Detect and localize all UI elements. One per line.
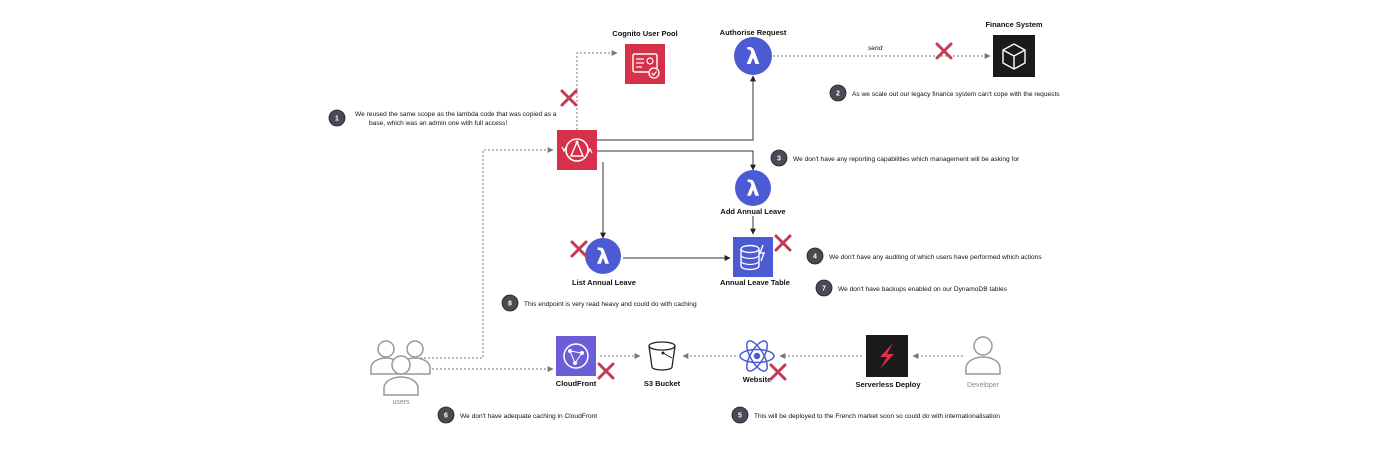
note-text: We don't have adequate caching in CloudF… [460,413,597,420]
developer-label: Developer [967,382,1000,389]
cross-mark-icon [769,363,787,381]
cross-mark-icon [935,42,953,60]
note-number: 7 [822,286,826,293]
authorise-node[interactable]: λ [734,37,772,75]
note-3: 3 We don't have any reporting capabilitie… [770,149,1020,167]
cloudfront-icon [556,336,596,376]
lambda-icon [585,238,621,274]
cross-marks [560,42,953,381]
cloudfront-node[interactable] [556,336,596,376]
note-number: 6 [444,413,448,420]
users-node[interactable] [370,340,431,396]
add-leave-node[interactable]: λ [735,170,771,206]
serverless-node[interactable] [866,335,908,377]
lambda-icon [734,37,772,75]
website-node[interactable] [739,338,775,374]
note-badge [770,149,788,167]
edge-apigw-cognito [576,50,618,130]
users-label: users [392,399,410,406]
list-leave-label: List Annual Leave [572,278,636,287]
finance-label: Finance System [985,20,1042,29]
note-text: base, which was an admin one with full a… [369,120,507,127]
website-label: Website [743,375,772,384]
svg-text:λ: λ [596,245,609,269]
cloudfront-label: CloudFront [556,379,597,388]
note-7: 7 We don't have backups enabled on our Dy… [815,279,1008,297]
cognito-icon [625,44,665,84]
svg-text:λ: λ [746,177,759,201]
note-5: 5 This will be deployed to the French mar… [731,406,1000,424]
note-4: 4 We don't have any auditing of which use… [806,247,1042,265]
cognito-label: Cognito User Pool [612,29,677,38]
serverless-label: Serverless Deploy [855,380,921,389]
cross-mark-icon [560,89,578,107]
note-6: 6 We don't have adequate caching in Cloud… [437,406,597,424]
note-text: We reused the same scope as the lambda c… [355,111,557,118]
edge-label-send: send [868,45,883,52]
react-atom-icon [739,340,775,372]
api-gateway-node[interactable] [557,130,597,170]
note-1: 1 We reused the same scope as the lambda … [328,109,557,127]
svg-text:λ: λ [746,45,760,70]
note-text: We don't have any reporting capabilities… [793,156,1020,163]
note-2: 2 As we scale out our legacy finance syst… [829,84,1060,102]
table-node[interactable] [733,237,773,277]
note-badge [829,84,847,102]
notes: 1 We reused the same scope as the lambda … [328,84,1060,424]
note-badge [501,294,519,312]
s3-node[interactable] [648,341,676,371]
note-8: 8 This endpoint is very read heavy and co… [501,294,697,312]
note-number: 1 [335,116,339,123]
edge-users-apigw [420,147,554,359]
note-text: This will be deployed to the French mark… [754,413,1000,420]
add-leave-label: Add Annual Leave [720,207,785,216]
note-number: 3 [777,156,781,163]
note-number: 2 [836,91,840,98]
edge-apigw-addleave [597,150,756,171]
note-badge [806,247,824,265]
s3-bucket-icon [648,341,676,371]
note-text: We don't have backups enabled on our Dyn… [838,286,1008,293]
cross-mark-icon [774,234,792,252]
note-text: We don't have any auditing of which user… [829,254,1042,261]
dynamodb-icon [733,237,773,277]
note-text: This endpoint is very read heavy and cou… [524,301,697,308]
note-text: As we scale out our legacy finance syste… [852,91,1060,98]
table-label: Annual Leave Table [720,278,790,287]
edge-apigw-authorise [597,75,756,141]
developer-node[interactable] [965,336,1001,375]
note-number: 5 [738,413,742,420]
finance-node[interactable] [993,35,1035,77]
note-badge [437,406,455,424]
note-badge [328,109,346,127]
note-badge [815,279,833,297]
connectors [420,50,991,372]
authorise-label: Authorise Request [720,28,787,37]
person-icon [370,340,431,396]
cross-mark-icon [597,362,615,380]
lambda-icon [735,170,771,206]
list-leave-node[interactable]: λ [585,238,621,274]
note-number: 8 [508,301,512,308]
note-badge [731,406,749,424]
person-icon [965,336,1001,375]
s3-label: S3 Bucket [644,379,681,388]
note-number: 4 [813,254,817,261]
cognito-node[interactable] [625,44,665,84]
cross-mark-icon [570,240,588,258]
